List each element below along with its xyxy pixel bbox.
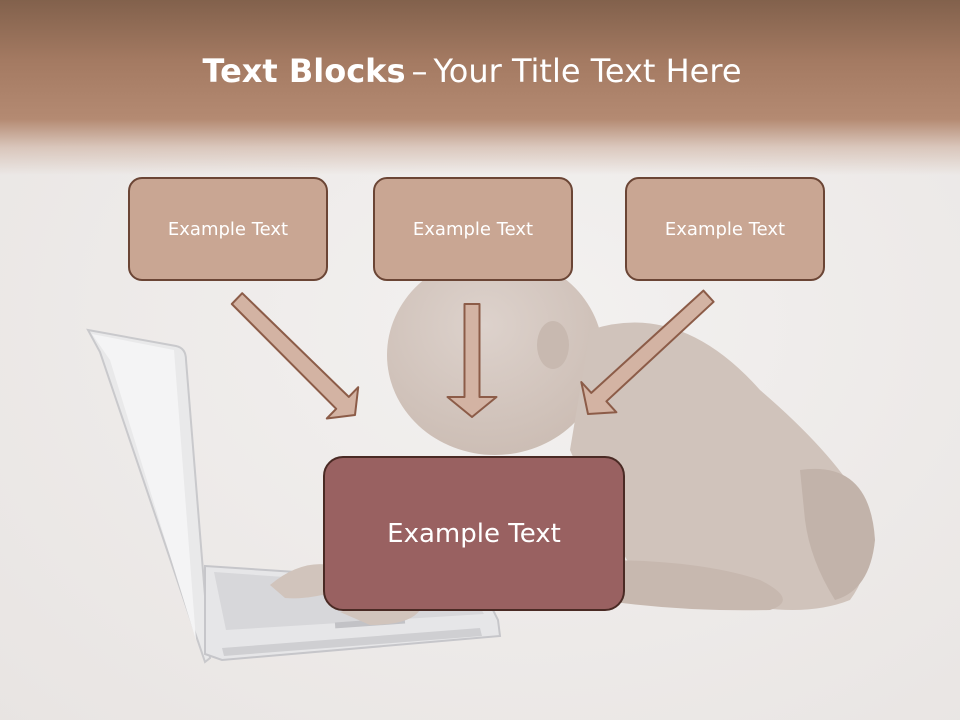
text-box-right[interactable]: Example Text [625, 177, 825, 281]
arrow-left-diagonal [230, 292, 360, 420]
title-bold: Text Blocks [202, 52, 406, 90]
title-rest: Your Title Text Here [433, 52, 742, 90]
arrow-center-down [446, 303, 498, 418]
text-box-center-label: Example Text [412, 218, 534, 240]
slide-title: Text Blocks–Your Title Text Here [0, 52, 944, 90]
arrow-right-diagonal [580, 289, 715, 415]
main-text-box[interactable]: Example Text [323, 456, 625, 611]
text-box-left-label: Example Text [167, 218, 289, 240]
text-box-center[interactable]: Example Text [373, 177, 573, 281]
text-box-right-label: Example Text [664, 218, 786, 240]
main-text-box-label: Example Text [387, 518, 561, 549]
baby-illustration [270, 255, 875, 625]
header-band [0, 0, 960, 175]
title-separator: – [411, 52, 428, 90]
text-box-left[interactable]: Example Text [128, 177, 328, 281]
